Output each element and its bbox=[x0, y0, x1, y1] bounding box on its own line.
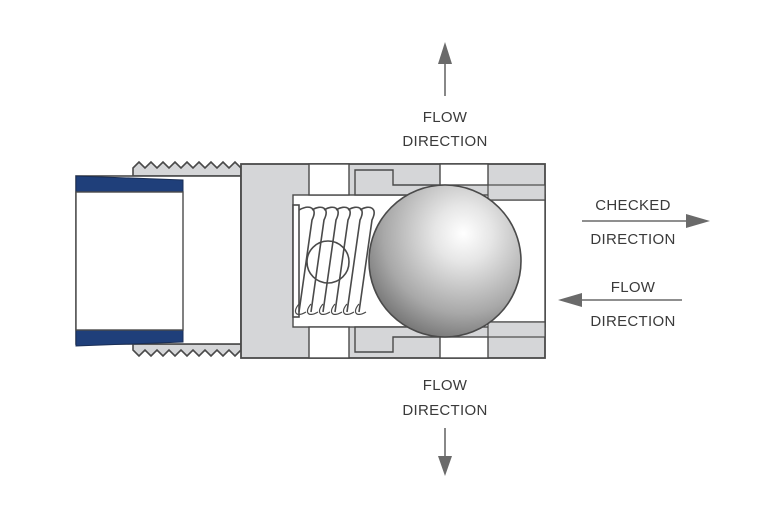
check-ball bbox=[368, 184, 522, 338]
seat-bottom bbox=[487, 321, 546, 338]
arrow-checked-right bbox=[582, 214, 710, 228]
label-flow-top-1: FLOW bbox=[423, 109, 468, 126]
label-flow-right-1: FLOW bbox=[611, 279, 656, 296]
spring-coil bbox=[298, 206, 375, 313]
label-flow-right-2: DIRECTION bbox=[590, 313, 675, 330]
threaded-inlet bbox=[75, 160, 242, 358]
arrow-down bbox=[438, 428, 452, 476]
label-flow-bottom-1: FLOW bbox=[423, 377, 468, 394]
spring-coil-back bbox=[294, 303, 367, 316]
upper-port-2 bbox=[439, 163, 489, 186]
seat-top bbox=[487, 184, 546, 201]
lower-port-2 bbox=[439, 336, 489, 359]
lower-port-1 bbox=[308, 326, 350, 359]
inner-sleeve bbox=[75, 191, 184, 331]
lower-thread-wall bbox=[132, 343, 242, 358]
arrow-up bbox=[438, 42, 452, 96]
upper-port-1 bbox=[308, 163, 350, 196]
spring-end-plate bbox=[292, 204, 300, 318]
label-checked-1: CHECKED bbox=[595, 197, 670, 214]
label-flow-top-2: DIRECTION bbox=[402, 133, 487, 150]
spring-guide-circle bbox=[306, 240, 350, 284]
upper-thread-wall bbox=[132, 160, 242, 177]
arrow-flow-left bbox=[558, 293, 682, 307]
label-flow-bottom-2: DIRECTION bbox=[402, 402, 487, 419]
coil-spring bbox=[292, 204, 375, 318]
label-checked-2: DIRECTION bbox=[590, 231, 675, 248]
